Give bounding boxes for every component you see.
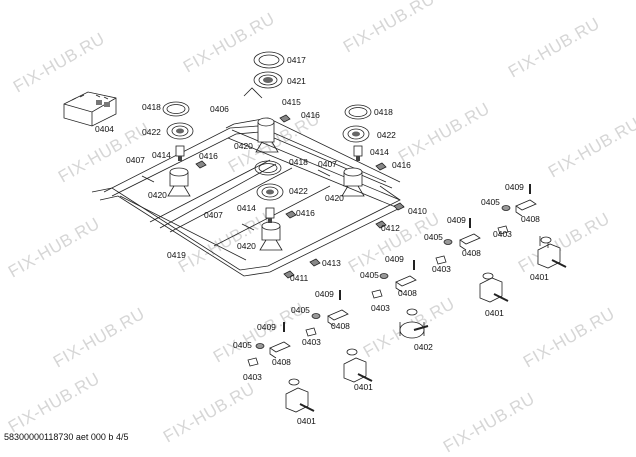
part-label: 0409 xyxy=(257,322,276,332)
part-label: 0405 xyxy=(291,305,310,315)
burner-body xyxy=(341,167,365,197)
part-label: 0419 xyxy=(167,250,186,260)
part-label: 0401 xyxy=(485,308,504,318)
part-label: 0414 xyxy=(237,203,256,213)
burner-body xyxy=(167,167,191,197)
part-label: 0403 xyxy=(432,264,451,274)
valve-bracket xyxy=(269,199,537,359)
part-label: 0405 xyxy=(481,197,500,207)
burner-frame xyxy=(91,117,405,277)
burner-head xyxy=(253,71,283,89)
burner-body xyxy=(243,87,279,153)
part-label: 0416 xyxy=(392,160,411,170)
part-label: 0421 xyxy=(287,76,306,86)
part-label: 0420 xyxy=(148,190,167,200)
part-label: 0407 xyxy=(318,159,337,169)
clip xyxy=(195,114,405,279)
part-label: 0416 xyxy=(301,110,320,120)
part-label: 0412 xyxy=(381,223,400,233)
gas-valve xyxy=(285,378,315,413)
part-label: 0405 xyxy=(424,232,443,242)
part-label: 0408 xyxy=(521,214,540,224)
part-label: 0417 xyxy=(287,55,306,65)
part-label: 0405 xyxy=(233,340,252,350)
part-label: 0422 xyxy=(289,186,308,196)
part-label: 0418 xyxy=(142,102,161,112)
part-label: 0418 xyxy=(374,107,393,117)
part-label: 0414 xyxy=(152,150,171,160)
part-label: 0409 xyxy=(385,254,404,264)
burner-cap-ring xyxy=(162,101,190,117)
part-label: 0416 xyxy=(199,151,218,161)
part-label: 0408 xyxy=(398,288,417,298)
part-label: 0403 xyxy=(302,337,321,347)
gas-valve xyxy=(479,272,509,303)
part-label: 0408 xyxy=(272,357,291,367)
document-id: 58300000118730 aet 000 b 4/5 xyxy=(4,432,129,442)
part-label: 0402 xyxy=(414,342,433,352)
part-label: 0404 xyxy=(95,124,114,134)
part-label: 0407 xyxy=(126,155,145,165)
part-label: 0420 xyxy=(325,193,344,203)
burner-cap-ring xyxy=(344,104,372,120)
nozzle xyxy=(175,145,363,223)
part-label: 0409 xyxy=(447,215,466,225)
part-label: 0415 xyxy=(282,97,301,107)
part-label: 0406 xyxy=(210,104,229,114)
gas-valve xyxy=(537,236,567,269)
part-label: 0420 xyxy=(234,141,253,151)
part-label: 0403 xyxy=(493,229,512,239)
part-label: 0416 xyxy=(296,208,315,218)
gas-valve xyxy=(343,348,373,383)
thermocouple-lead xyxy=(141,123,331,231)
part-label: 0407 xyxy=(204,210,223,220)
part-label: 0405 xyxy=(360,270,379,280)
valve-seal xyxy=(247,225,509,367)
part-label: 0413 xyxy=(322,258,341,268)
part-label: 0411 xyxy=(290,273,309,283)
part-label: 0422 xyxy=(142,127,161,137)
screw xyxy=(283,184,531,332)
part-label: 0418 xyxy=(289,157,308,167)
burner-cap-ring xyxy=(253,51,285,69)
part-label: 0409 xyxy=(315,289,334,299)
part-label: 0410 xyxy=(408,206,427,216)
part-label: 0422 xyxy=(377,130,396,140)
part-label: 0401 xyxy=(297,416,316,426)
gas-valve xyxy=(399,308,429,339)
part-label: 0403 xyxy=(243,372,262,382)
burner-body xyxy=(259,221,283,251)
part-label: 0403 xyxy=(371,303,390,313)
part-label: 0414 xyxy=(370,147,389,157)
burner-head xyxy=(342,125,370,143)
part-label: 0420 xyxy=(237,241,256,251)
part-label: 0401 xyxy=(530,272,549,282)
burner-cap-ring xyxy=(254,160,282,176)
part-label: 0408 xyxy=(331,321,350,331)
washer xyxy=(255,205,511,349)
part-label: 0409 xyxy=(505,182,524,192)
burner-head xyxy=(166,122,194,140)
part-label: 0408 xyxy=(462,248,481,258)
burner-head xyxy=(256,183,284,201)
ignition-module xyxy=(63,91,117,127)
part-label: 0401 xyxy=(354,382,373,392)
